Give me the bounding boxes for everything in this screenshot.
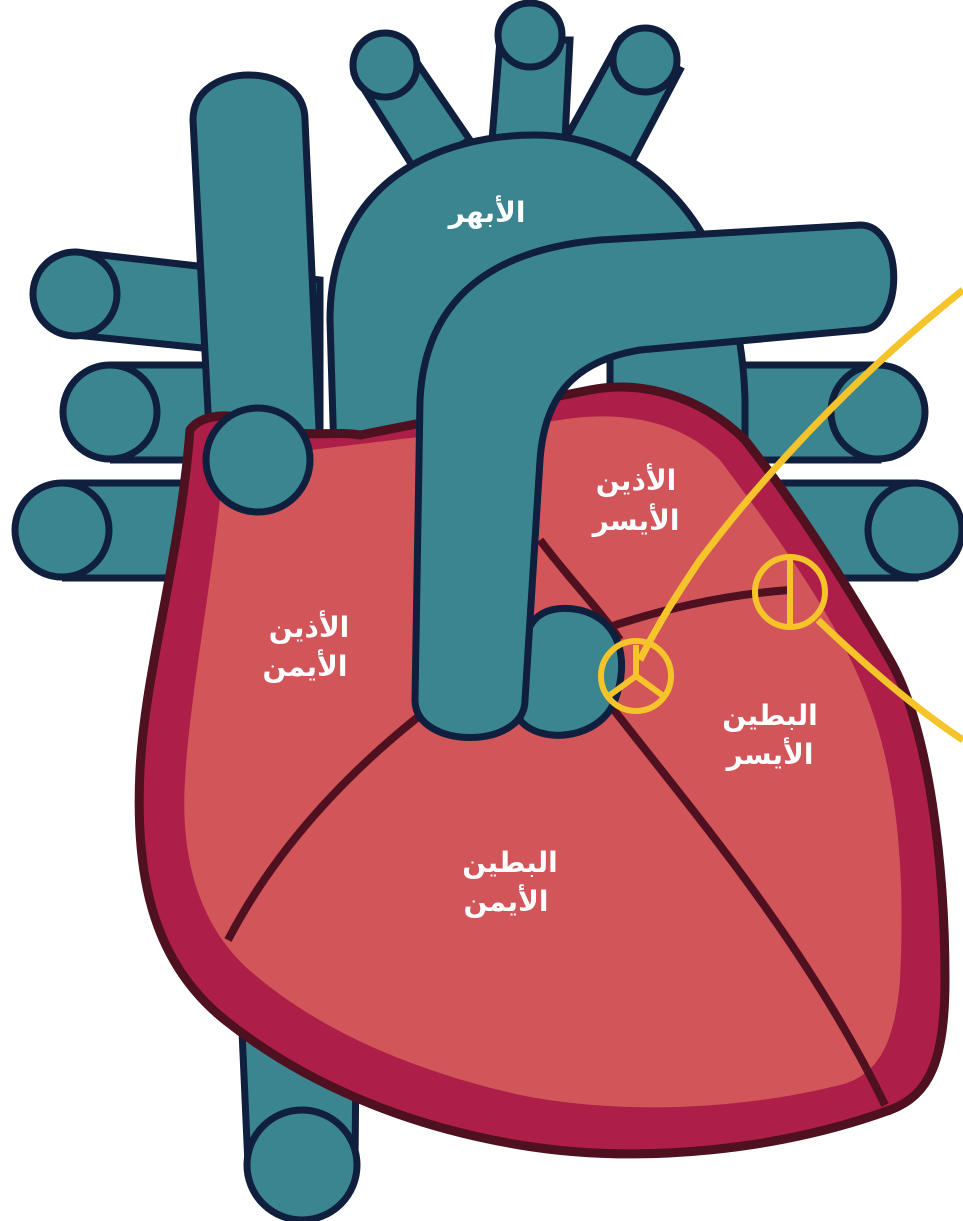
label-left-atrium-line2: الأيسر bbox=[591, 503, 680, 537]
label-left-atrium-line1: الأذين bbox=[596, 463, 677, 497]
label-left-ventricle-line1: البطين bbox=[722, 699, 817, 732]
label-right-ventricle-line2: الأيمن bbox=[464, 884, 549, 918]
label-left-ventricle-line2: الأيسر bbox=[725, 737, 814, 771]
superior-vena-cava bbox=[193, 75, 320, 450]
label-right-atrium-line2: الأيمن bbox=[263, 649, 348, 683]
vena-cava-opening bbox=[206, 408, 310, 512]
label-aorta: الأبهر bbox=[447, 195, 526, 229]
label-right-ventricle-line1: البطين bbox=[462, 846, 557, 879]
label-right-atrium-line1: الأذين bbox=[269, 610, 350, 644]
